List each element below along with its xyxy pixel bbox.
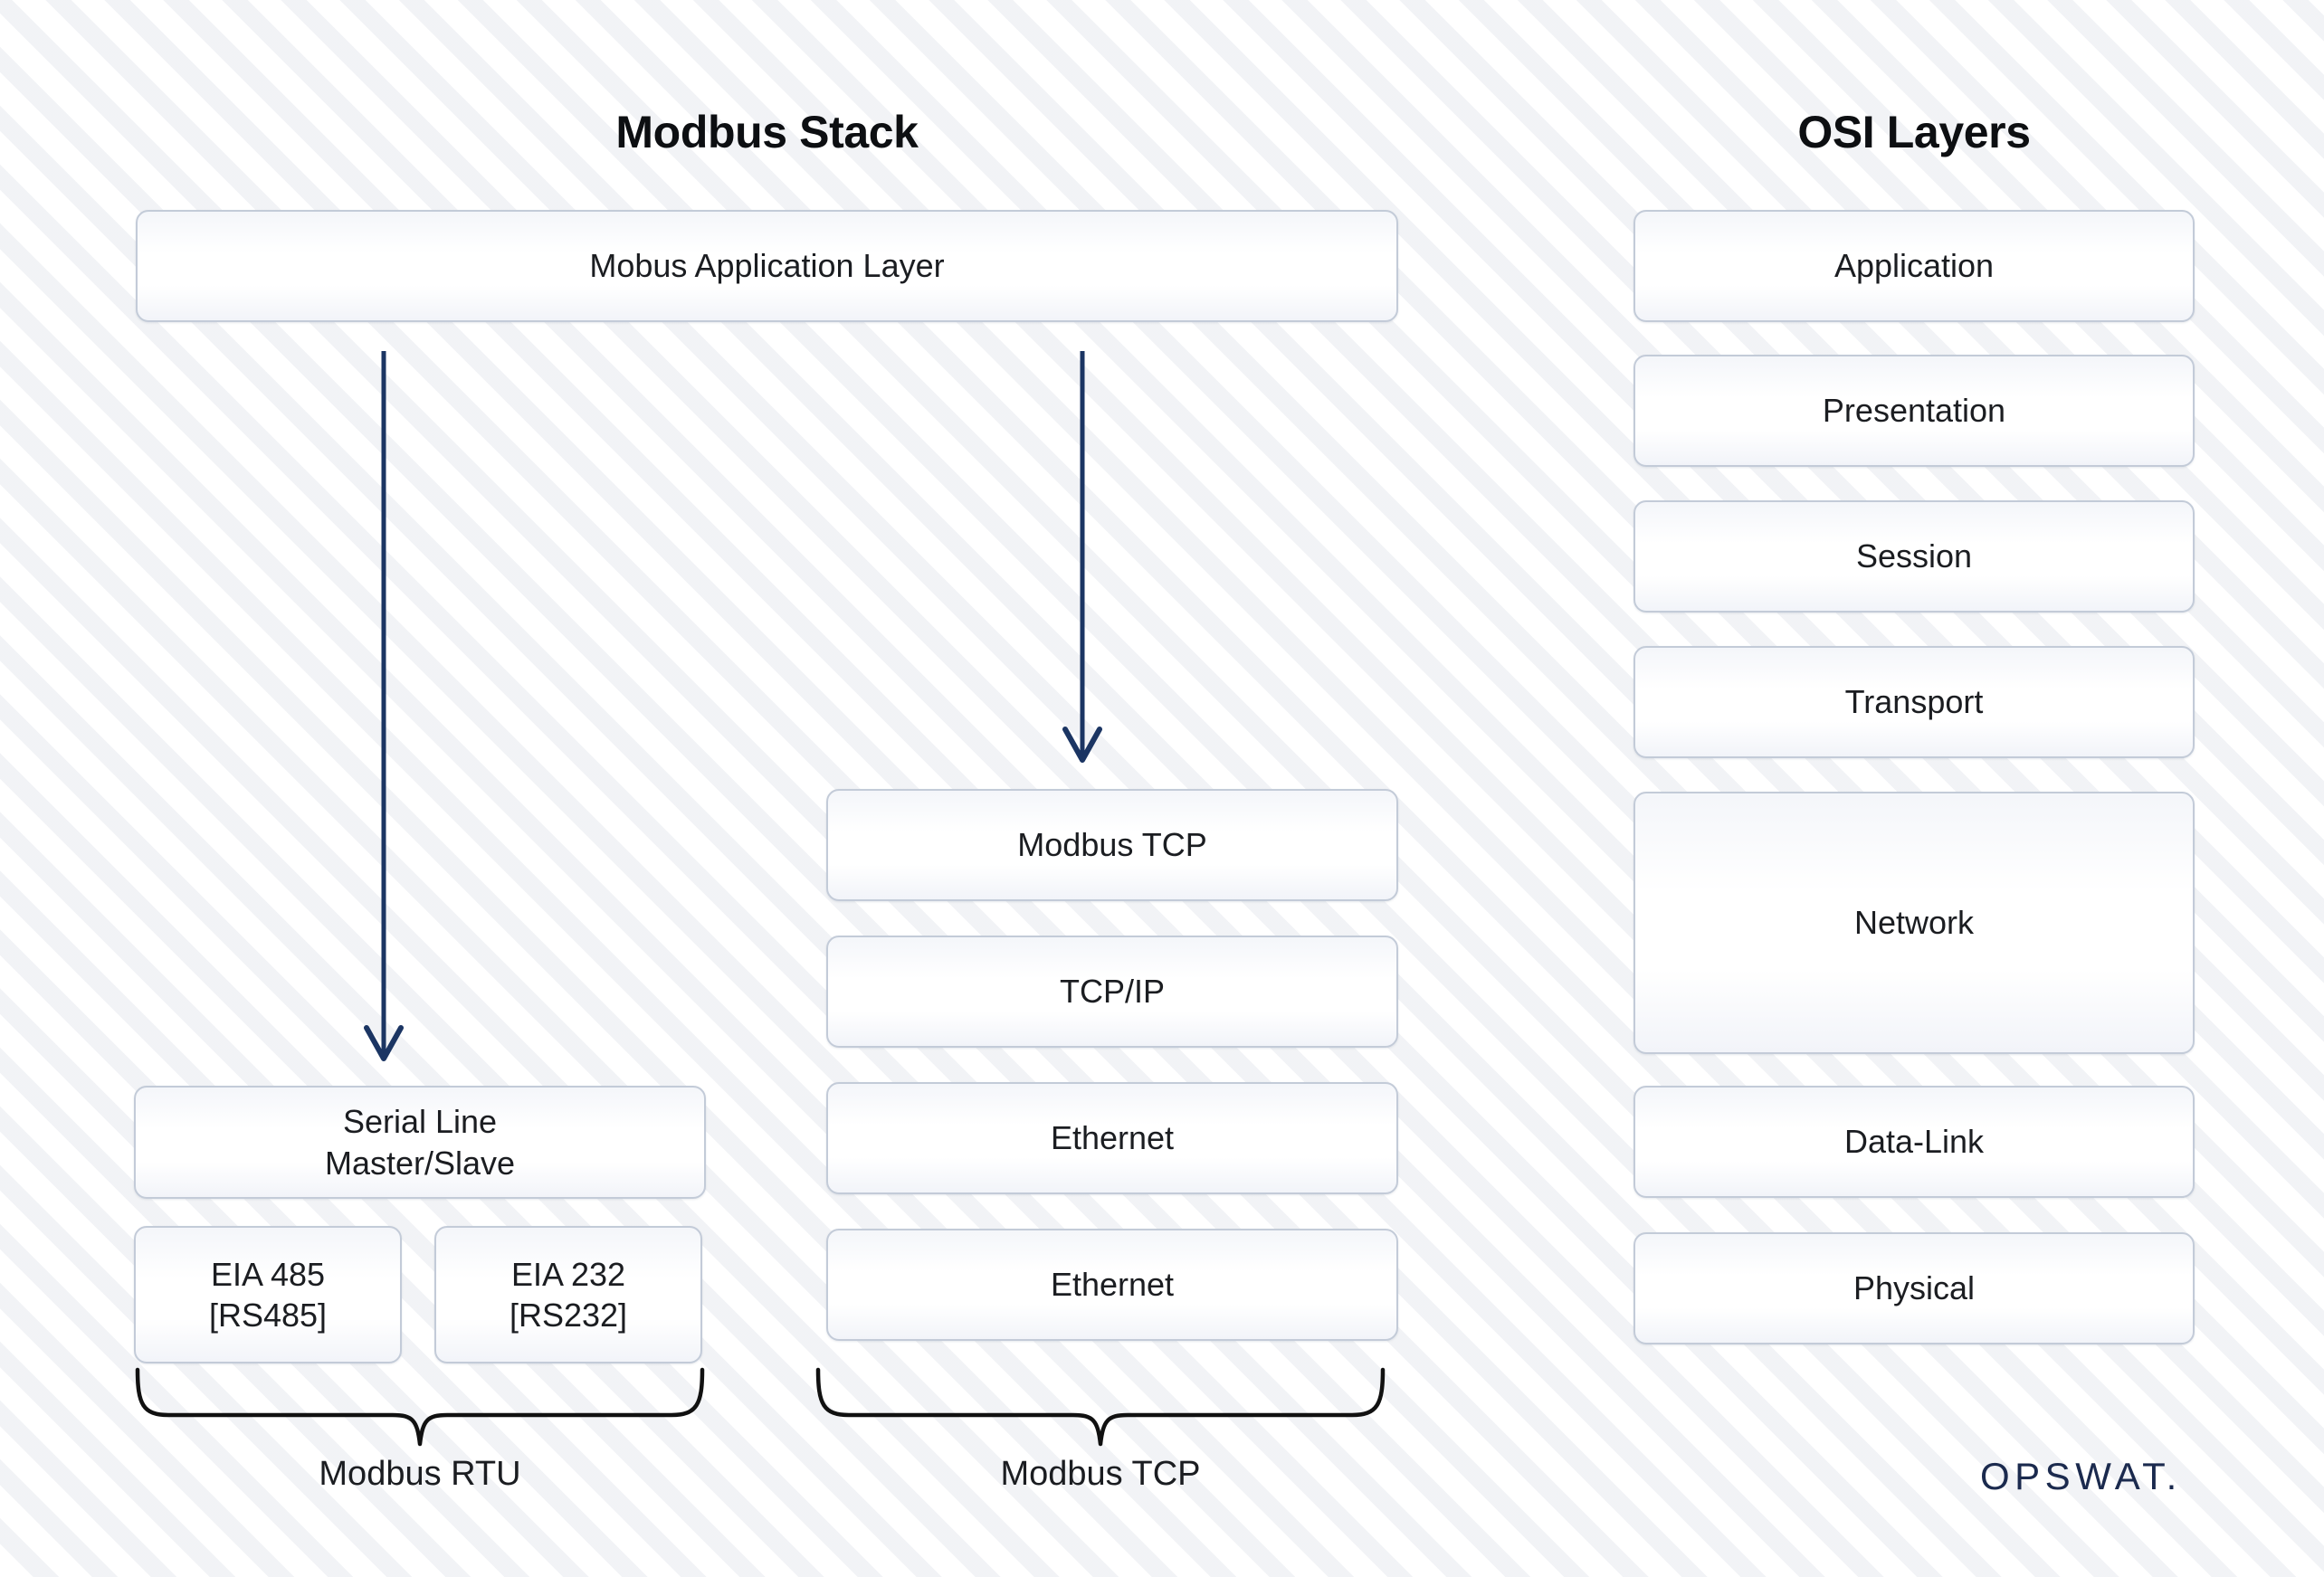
osi-layer-label-presentation: Presentation: [1822, 392, 2006, 430]
layer-box-ethernet-upper: Ethernet: [826, 1082, 1398, 1194]
osi-layer-box-data-link: Data-Link: [1633, 1086, 2195, 1198]
layer-box-serial-line-master-slave: Serial Line Master/Slave: [134, 1086, 706, 1199]
osi-layer-box-transport: Transport: [1633, 646, 2195, 758]
brace-label-modbus-tcp: Modbus TCP: [1000, 1455, 1201, 1493]
layer-box-eia-485: EIA 485 [RS485]: [134, 1226, 402, 1363]
curly-brace-modbus-rtu: [135, 1367, 705, 1447]
layer-label-ethernet-upper: Ethernet: [1050, 1119, 1175, 1157]
brace-label-modbus-rtu: Modbus RTU: [319, 1455, 521, 1493]
arrow-down-to-serial-line: [364, 351, 404, 1061]
page-title-modbus-stack: Modbus Stack: [615, 107, 919, 157]
layer-box-ethernet-lower: Ethernet: [826, 1229, 1398, 1341]
layer-label-tcp-ip: TCP/IP: [1059, 973, 1165, 1011]
osi-layer-box-presentation: Presentation: [1633, 355, 2195, 467]
layer-label-modbus-tcp: Modbus TCP: [1017, 826, 1207, 864]
osi-layer-box-physical: Physical: [1633, 1232, 2195, 1344]
osi-layer-label-application: Application: [1833, 247, 1995, 285]
layer-label-eia-232: EIA 232 [RS232]: [509, 1255, 628, 1334]
layer-box-tcp-ip: TCP/IP: [826, 936, 1398, 1048]
osi-layer-box-application: Application: [1633, 210, 2195, 322]
osi-layer-box-network: Network: [1633, 792, 2195, 1054]
osi-layer-box-session: Session: [1633, 500, 2195, 613]
layer-label-eia-485: EIA 485 [RS485]: [208, 1255, 328, 1334]
osi-layer-label-transport: Transport: [1844, 683, 1984, 721]
opswat-logo: OPSWAT.: [1980, 1455, 2182, 1497]
layer-box-modbus-tcp: Modbus TCP: [826, 789, 1398, 901]
osi-layer-label-session: Session: [1855, 537, 1973, 575]
osi-layer-label-physical: Physical: [1853, 1269, 1976, 1307]
layer-box-modbus-application-layer: Mobus Application Layer: [136, 210, 1398, 322]
curly-brace-modbus-tcp: [815, 1367, 1386, 1447]
osi-layer-label-network: Network: [1853, 904, 1975, 942]
arrow-down-to-modbus-tcp: [1062, 351, 1102, 763]
layer-box-eia-232: EIA 232 [RS232]: [434, 1226, 702, 1363]
page-title-osi-layers: OSI Layers: [1797, 107, 2031, 157]
osi-layer-label-data-link: Data-Link: [1843, 1123, 1985, 1161]
layer-label-modbus-application-layer: Mobus Application Layer: [589, 247, 945, 285]
layer-label-serial-line: Serial Line Master/Slave: [324, 1103, 516, 1182]
layer-label-ethernet-lower: Ethernet: [1050, 1266, 1175, 1304]
